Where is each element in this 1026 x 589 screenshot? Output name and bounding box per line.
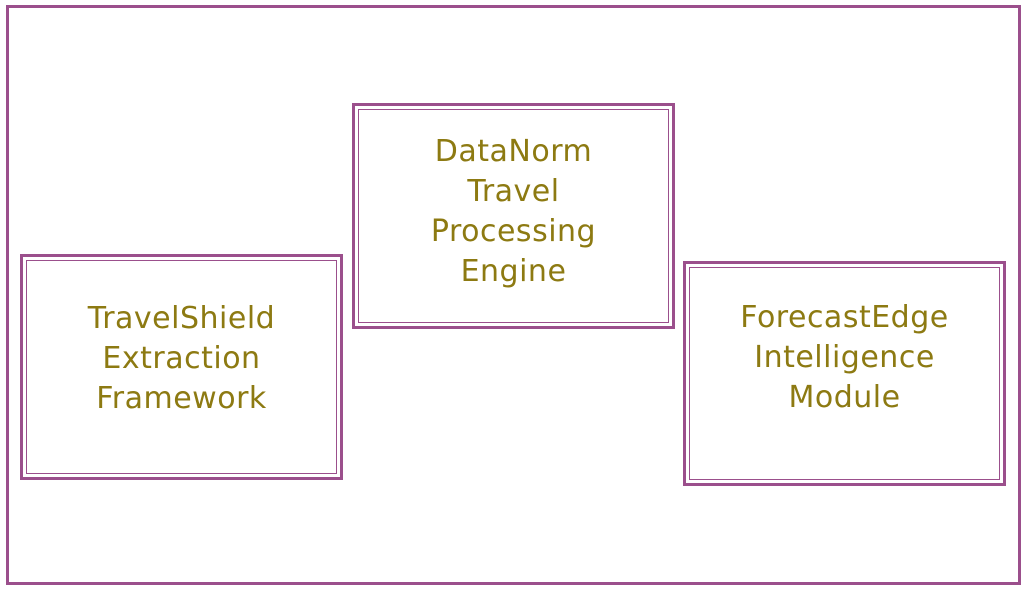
label-line: Intelligence: [754, 340, 935, 375]
datanorm-engine-box: DataNorm Travel Processing Engine: [352, 103, 675, 329]
box-inner-border: DataNorm Travel Processing Engine: [358, 109, 669, 323]
travelshield-framework-box: TravelShield Extraction Framework: [20, 254, 343, 480]
travelshield-framework-label: TravelShield Extraction Framework: [27, 299, 336, 419]
label-line: Travel: [467, 174, 560, 209]
forecastedge-module-label: ForecastEdge Intelligence Module: [690, 298, 999, 418]
label-line: Module: [788, 380, 901, 415]
label-line: Framework: [96, 381, 267, 416]
label-line: ForecastEdge: [740, 300, 949, 335]
label-line: Processing: [430, 214, 597, 249]
diagram-frame: [6, 5, 1021, 585]
label-line: Engine: [460, 254, 567, 289]
label-line: Extraction: [102, 341, 261, 376]
datanorm-engine-label: DataNorm Travel Processing Engine: [359, 132, 668, 292]
box-inner-border: ForecastEdge Intelligence Module: [689, 267, 1000, 480]
box-inner-border: TravelShield Extraction Framework: [26, 260, 337, 474]
forecastedge-module-box: ForecastEdge Intelligence Module: [683, 261, 1006, 486]
label-line: DataNorm: [434, 134, 593, 169]
label-line: TravelShield: [87, 301, 276, 336]
